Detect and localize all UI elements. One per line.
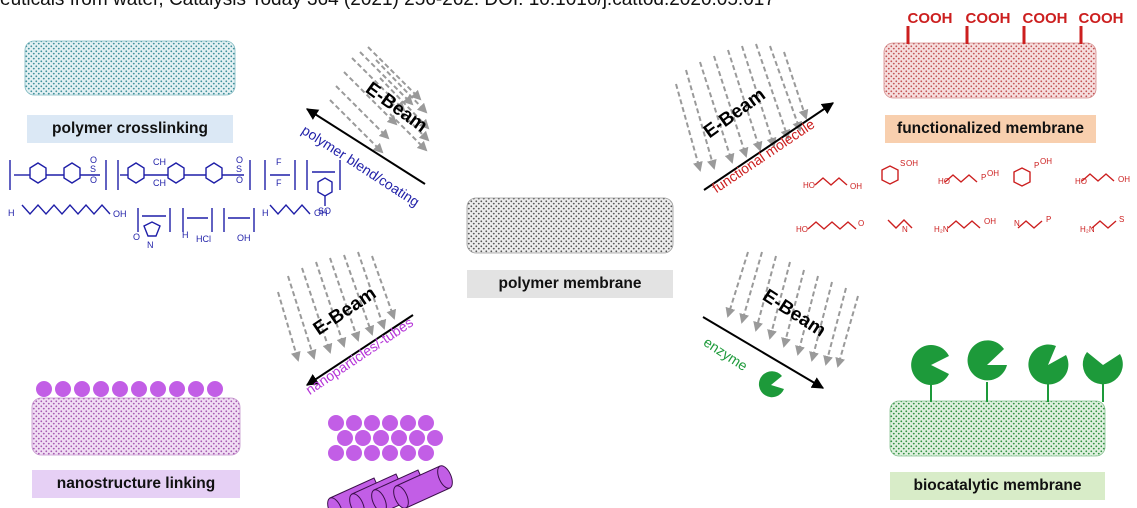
cooh-groups: COOH COOH COOH COOH — [906, 10, 1124, 44]
svg-text:HO: HO — [1075, 177, 1087, 186]
svg-text:OH: OH — [314, 208, 328, 218]
nanoparticle — [150, 381, 166, 397]
svg-text:HCl: HCl — [196, 234, 211, 244]
svg-text:SO: SO — [318, 206, 331, 216]
svg-text:N: N — [147, 240, 154, 250]
nanotube-bundle — [327, 465, 453, 508]
nanoparticle — [169, 381, 185, 397]
reaction-arrow-top-right — [703, 102, 834, 191]
ebeam-label: E-Beam — [310, 283, 380, 340]
svg-text:S: S — [236, 164, 242, 174]
svg-text:O: O — [236, 155, 243, 165]
ebeam-rays-bottom-right — [725, 251, 859, 368]
svg-text:H₂N: H₂N — [1080, 225, 1095, 234]
svg-text:HO: HO — [938, 177, 950, 186]
svg-text:OH: OH — [987, 169, 999, 178]
biocatalytic-membrane-label: biocatalytic membrane — [890, 472, 1105, 500]
additive-label-polymer-blend: polymer blend/coating — [299, 122, 423, 210]
cooh-label: COOH — [1023, 10, 1068, 27]
nanostructure-membrane — [31, 397, 241, 456]
svg-text:O: O — [236, 175, 243, 185]
svg-text:F: F — [276, 157, 282, 167]
svg-text:P: P — [1046, 215, 1051, 224]
svg-text:O: O — [133, 232, 140, 242]
svg-text:OH: OH — [1118, 175, 1130, 184]
svg-text:HO: HO — [803, 181, 815, 190]
svg-text:HO: HO — [796, 225, 808, 234]
svg-text:OH: OH — [906, 159, 918, 168]
cooh-label: COOH — [1079, 10, 1124, 27]
functionalized-membrane-label: functionalized membrane — [885, 115, 1096, 143]
citation-caption: euticals from water, Catalysis Today 364… — [0, 0, 775, 11]
functional-molecule-structures — [807, 165, 1117, 230]
ebeam-label: E-Beam — [759, 285, 830, 341]
nanoparticle-cluster — [328, 415, 443, 461]
svg-text:S: S — [900, 159, 905, 168]
svg-text:OH: OH — [1040, 157, 1052, 166]
nanoparticle — [207, 381, 223, 397]
polymer-membrane — [466, 197, 674, 254]
svg-text:CH: CH — [153, 157, 166, 167]
enzyme-layer — [911, 340, 1123, 402]
polymer-structures — [9, 160, 341, 237]
enzyme-icon — [1028, 344, 1069, 385]
svg-text:O: O — [858, 219, 864, 228]
ebeam-rays-bottom-left — [277, 251, 397, 362]
svg-text:N: N — [1014, 219, 1020, 228]
nanoparticle — [55, 381, 71, 397]
enzyme-icon — [967, 340, 1007, 381]
nanoparticle — [36, 381, 52, 397]
polymer-membrane-label: polymer membrane — [467, 270, 673, 298]
svg-text:CH: CH — [153, 178, 166, 188]
enzyme-icon — [758, 371, 784, 398]
svg-text:H: H — [8, 208, 15, 218]
svg-text:S: S — [1119, 215, 1124, 224]
crosslinked-membrane — [24, 40, 236, 96]
nanoparticle — [188, 381, 204, 397]
polymer-crosslinking-label: polymer crosslinking — [27, 115, 233, 143]
cooh-label: COOH — [908, 10, 953, 27]
nanoparticle — [74, 381, 90, 397]
cooh-label: COOH — [966, 10, 1011, 27]
nanoparticle — [131, 381, 147, 397]
svg-text:S: S — [90, 164, 96, 174]
reaction-arrow-bottom-right — [702, 316, 825, 389]
svg-text:F: F — [276, 178, 282, 188]
ebeam-rays-top-right — [675, 43, 809, 172]
nanostructure-linking-label: nanostructure linking — [32, 470, 240, 498]
svg-text:OH: OH — [850, 182, 862, 191]
enzyme-icon — [911, 344, 949, 385]
enzyme-icon — [1082, 352, 1123, 385]
nanoparticle — [112, 381, 128, 397]
svg-text:P: P — [1034, 161, 1039, 170]
biocatalytic-membrane-shape — [889, 400, 1106, 457]
nanoparticle — [93, 381, 109, 397]
svg-text:OH: OH — [984, 217, 996, 226]
ebeam-rays-top-left — [329, 46, 430, 154]
svg-text:P: P — [981, 173, 986, 182]
svg-text:H: H — [182, 230, 189, 240]
svg-text:O: O — [90, 175, 97, 185]
reaction-arrow-top-left — [305, 108, 426, 185]
reaction-arrow-bottom-left — [305, 314, 414, 386]
svg-text:H: H — [262, 208, 269, 218]
svg-text:N: N — [902, 225, 908, 234]
svg-text:H₂N: H₂N — [934, 225, 949, 234]
svg-text:OH: OH — [113, 209, 127, 219]
functionalized-membrane-shape — [883, 42, 1097, 99]
svg-text:OH: OH — [237, 233, 251, 243]
nanoparticle-layer — [36, 381, 223, 397]
svg-text:O: O — [90, 155, 97, 165]
